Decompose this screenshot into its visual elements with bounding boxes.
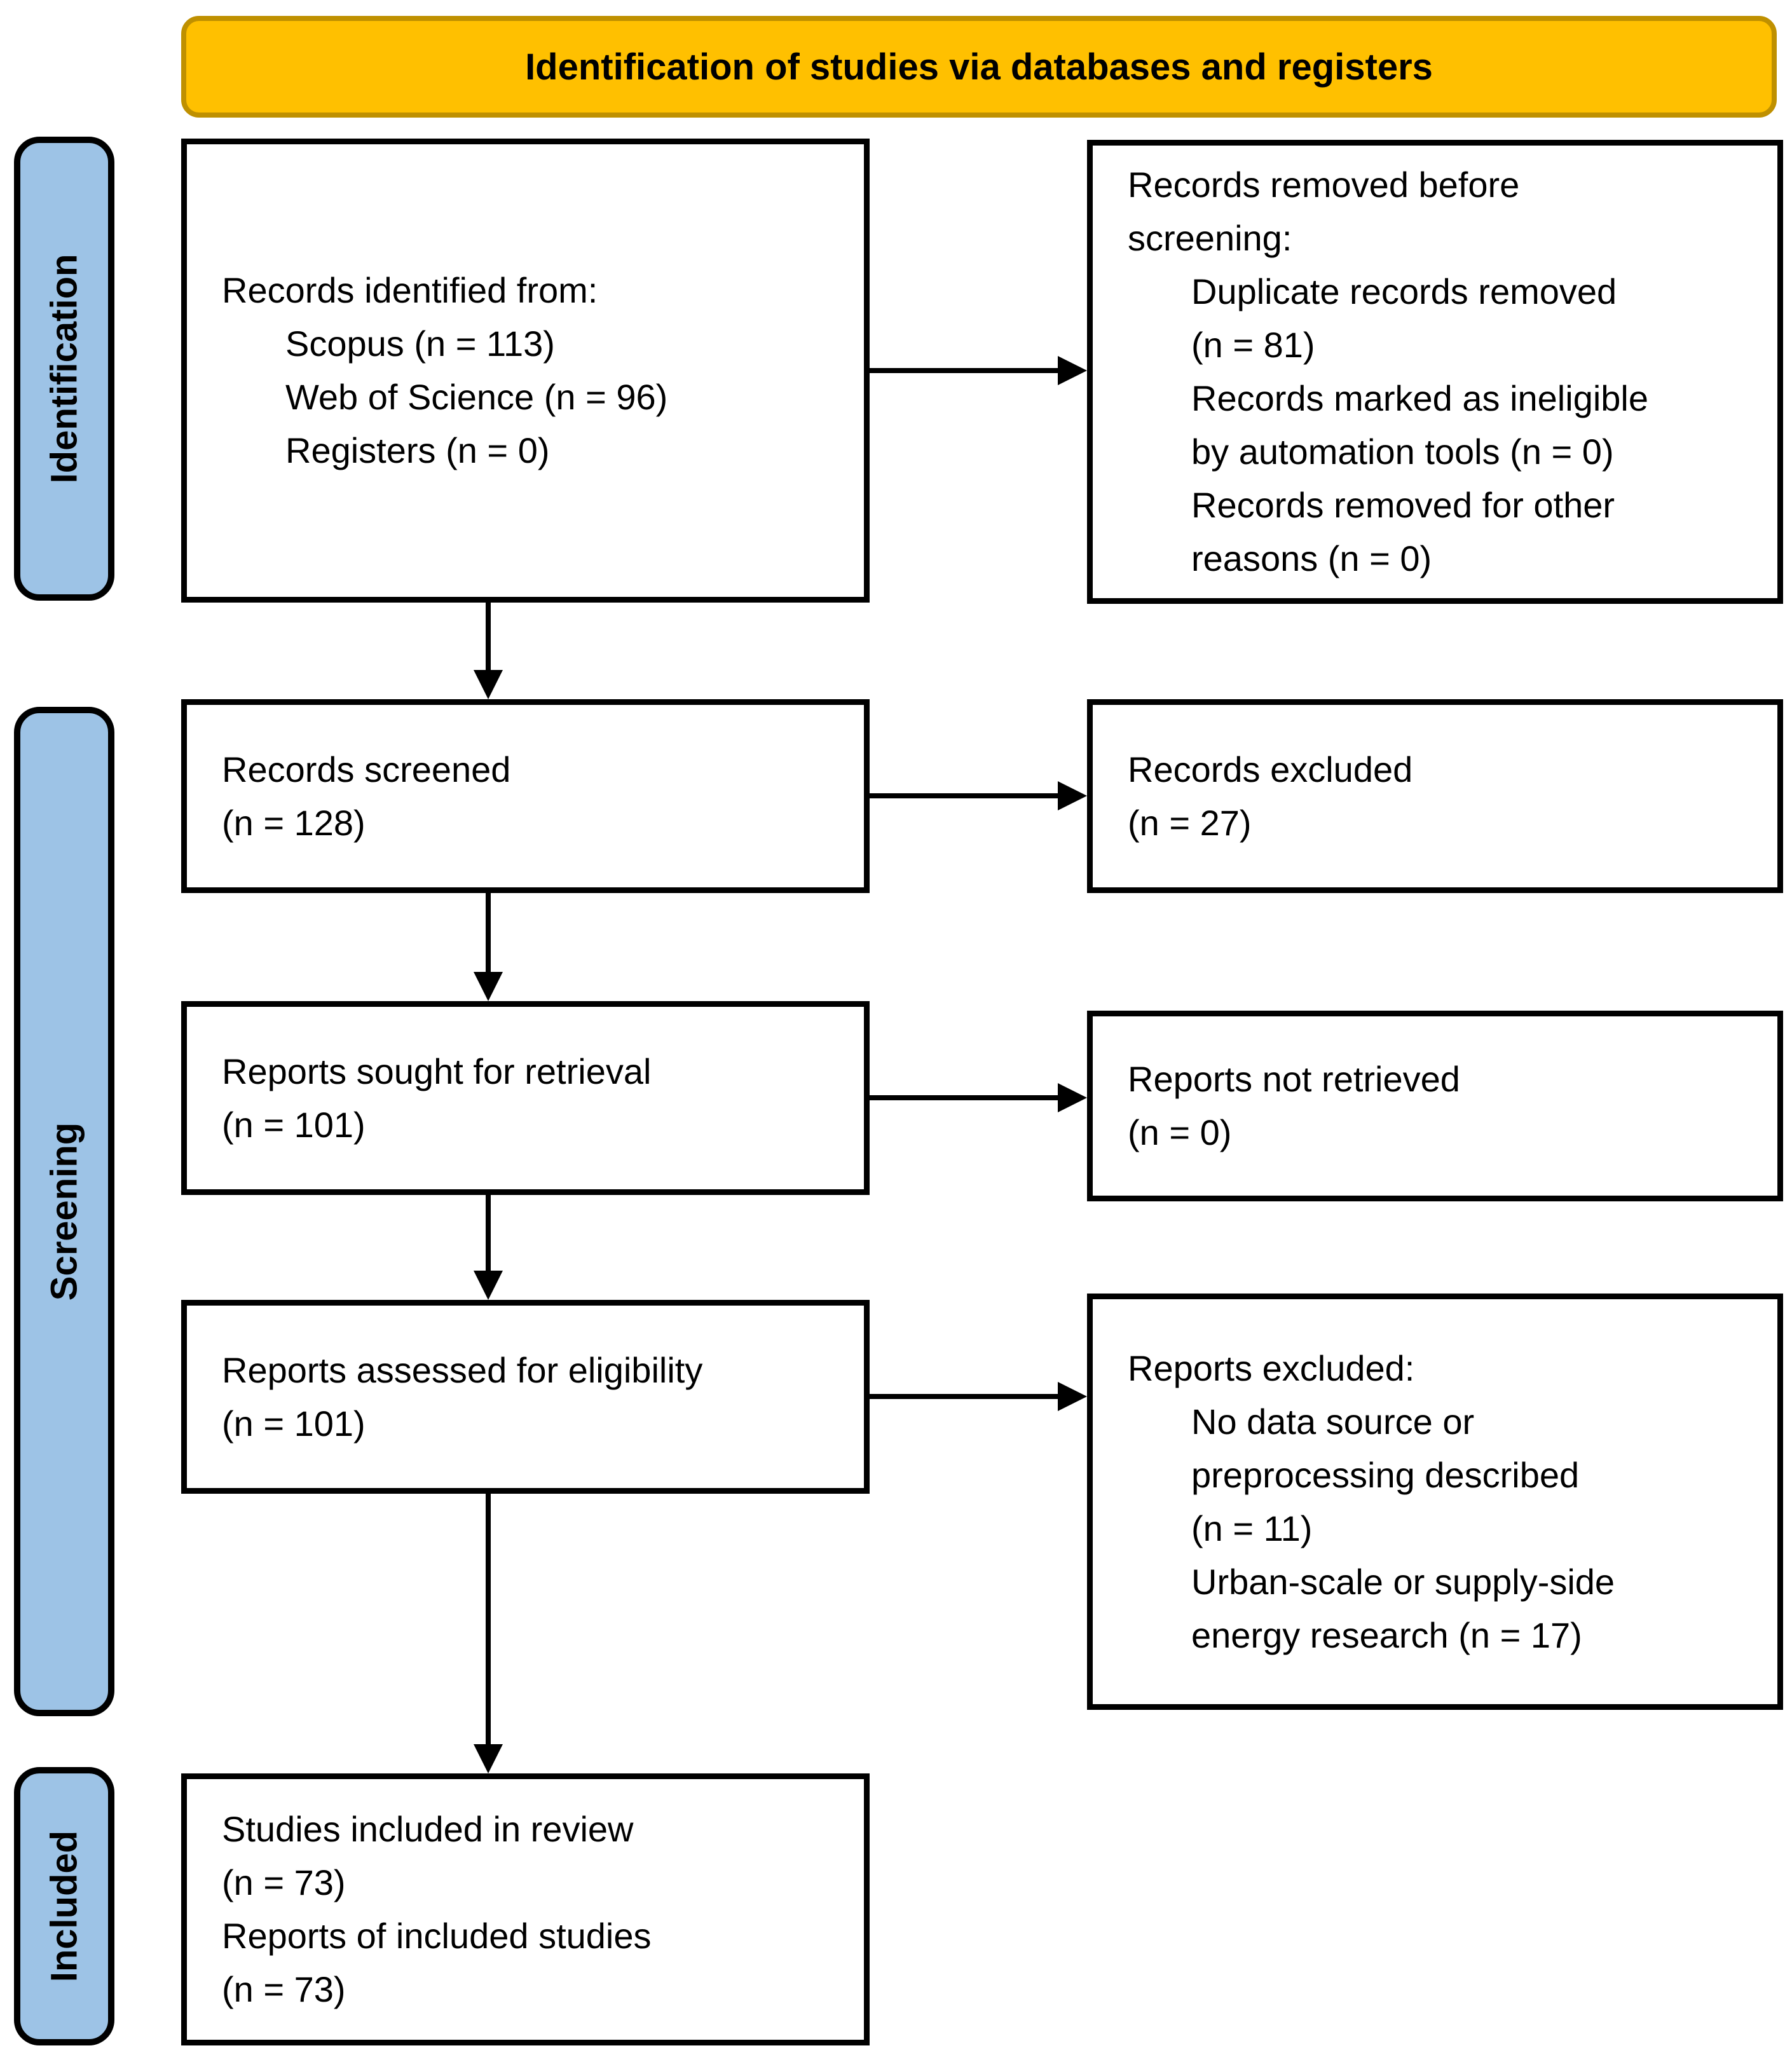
stage-ribbon-identification: Identification bbox=[14, 137, 114, 601]
stage-ribbon-screening: Screening bbox=[14, 707, 114, 1716]
reports-not-retrieved-text: Reports not retrieved (n = 0) bbox=[1128, 1059, 1460, 1152]
records-identified-item-1: Scopus (n = 113) bbox=[285, 324, 555, 364]
box-records-screened: Records screened (n = 128) bbox=[181, 699, 870, 893]
stage-label-included: Included bbox=[43, 1830, 85, 1983]
records-screened-text: Records screened (n = 128) bbox=[222, 749, 511, 843]
box-studies-included: Studies included in review (n = 73) Repo… bbox=[181, 1773, 870, 2045]
box-records-removed: Records removed before screening: Duplic… bbox=[1087, 140, 1783, 604]
records-identified-item-2: Web of Science (n = 96) bbox=[285, 377, 668, 417]
studies-included-text: Studies included in review (n = 73) Repo… bbox=[222, 1809, 652, 2009]
reports-sought-text: Reports sought for retrieval (n = 101) bbox=[222, 1051, 652, 1145]
box-reports-assessed: Reports assessed for eligibility (n = 10… bbox=[181, 1300, 870, 1494]
diagram-title-banner: Identification of studies via databases … bbox=[181, 16, 1777, 118]
diagram-title: Identification of studies via databases … bbox=[525, 46, 1433, 88]
box-records-identified: Records identified from: Scopus (n = 113… bbox=[181, 139, 870, 603]
records-removed-item-3: Records removed for other reasons (n = 0… bbox=[1191, 485, 1615, 578]
stage-label-screening: Screening bbox=[43, 1122, 85, 1301]
reports-assessed-text: Reports assessed for eligibility (n = 10… bbox=[222, 1349, 703, 1444]
box-reports-excluded: Reports excluded: No data source or prep… bbox=[1087, 1294, 1783, 1710]
stage-ribbon-included: Included bbox=[14, 1767, 114, 2045]
box-reports-not-retrieved: Reports not retrieved (n = 0) bbox=[1087, 1011, 1783, 1201]
records-identified-intro: Records identified from: bbox=[222, 270, 598, 310]
box-records-excluded: Records excluded (n = 27) bbox=[1087, 699, 1783, 893]
records-excluded-text: Records excluded (n = 27) bbox=[1128, 749, 1413, 843]
reports-excluded-item-1: No data source or preprocessing describe… bbox=[1191, 1401, 1580, 1548]
reports-excluded-item-2: Urban-scale or supply-side energy resear… bbox=[1191, 1561, 1615, 1655]
records-removed-item-1: Duplicate records removed (n = 81) bbox=[1191, 271, 1617, 365]
reports-excluded-intro: Reports excluded: bbox=[1128, 1348, 1415, 1388]
records-identified-item-3: Registers (n = 0) bbox=[285, 430, 550, 470]
box-reports-sought: Reports sought for retrieval (n = 101) bbox=[181, 1001, 870, 1195]
records-removed-intro: Records removed before screening: bbox=[1128, 165, 1520, 258]
stage-label-identification: Identification bbox=[43, 254, 85, 484]
records-removed-item-2: Records marked as ineligible by automati… bbox=[1191, 378, 1649, 472]
